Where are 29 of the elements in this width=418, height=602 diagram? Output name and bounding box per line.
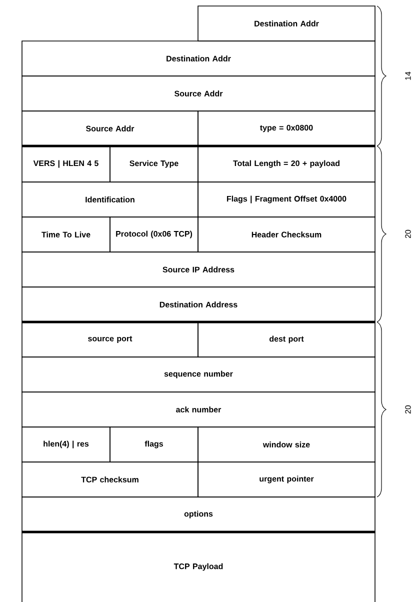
field-cell: ack number [22,392,376,428]
field-cell: Source Addr [22,110,198,146]
field-cell: sequence number [22,356,376,392]
field-cell: TCP checksum [22,462,198,498]
field-cell: VERS | HLEN 4 5 [22,146,110,182]
field-cell: Identification [22,182,198,218]
field-cell: source port [22,322,198,358]
field-cell: Flags | Fragment Offset 0x4000 [198,182,376,218]
field-cell: urgent pointer [198,462,376,498]
field-cell: hlen(4) | res [22,426,110,462]
field-cell: Service Type [110,146,198,182]
field-cell: Header Checksum [198,216,376,252]
size-label: 20 [405,405,411,414]
size-label: 14 [405,72,411,80]
field-cell: Destination Addr [22,40,376,76]
field-cell: window size [198,426,376,462]
field-cell: Destination Address [22,286,376,322]
field-cell: dest port [198,322,376,358]
field-cell: Time To Live [22,216,110,252]
field-cell: options [22,496,376,532]
field-cell: flags [110,426,198,462]
field-cell: Total Length = 20 + payload [198,146,376,182]
field-cell: type = 0x0800 [198,110,376,146]
field-cell: Source Addr [22,76,376,112]
field-cell: Source IP Address [22,252,376,288]
field-cell: Destination Addr [198,6,376,42]
size-label: 20 [405,230,411,238]
field-cell: Protocol (0x06 TCP) [110,216,198,252]
field-cell: TCP Payload [22,532,376,602]
